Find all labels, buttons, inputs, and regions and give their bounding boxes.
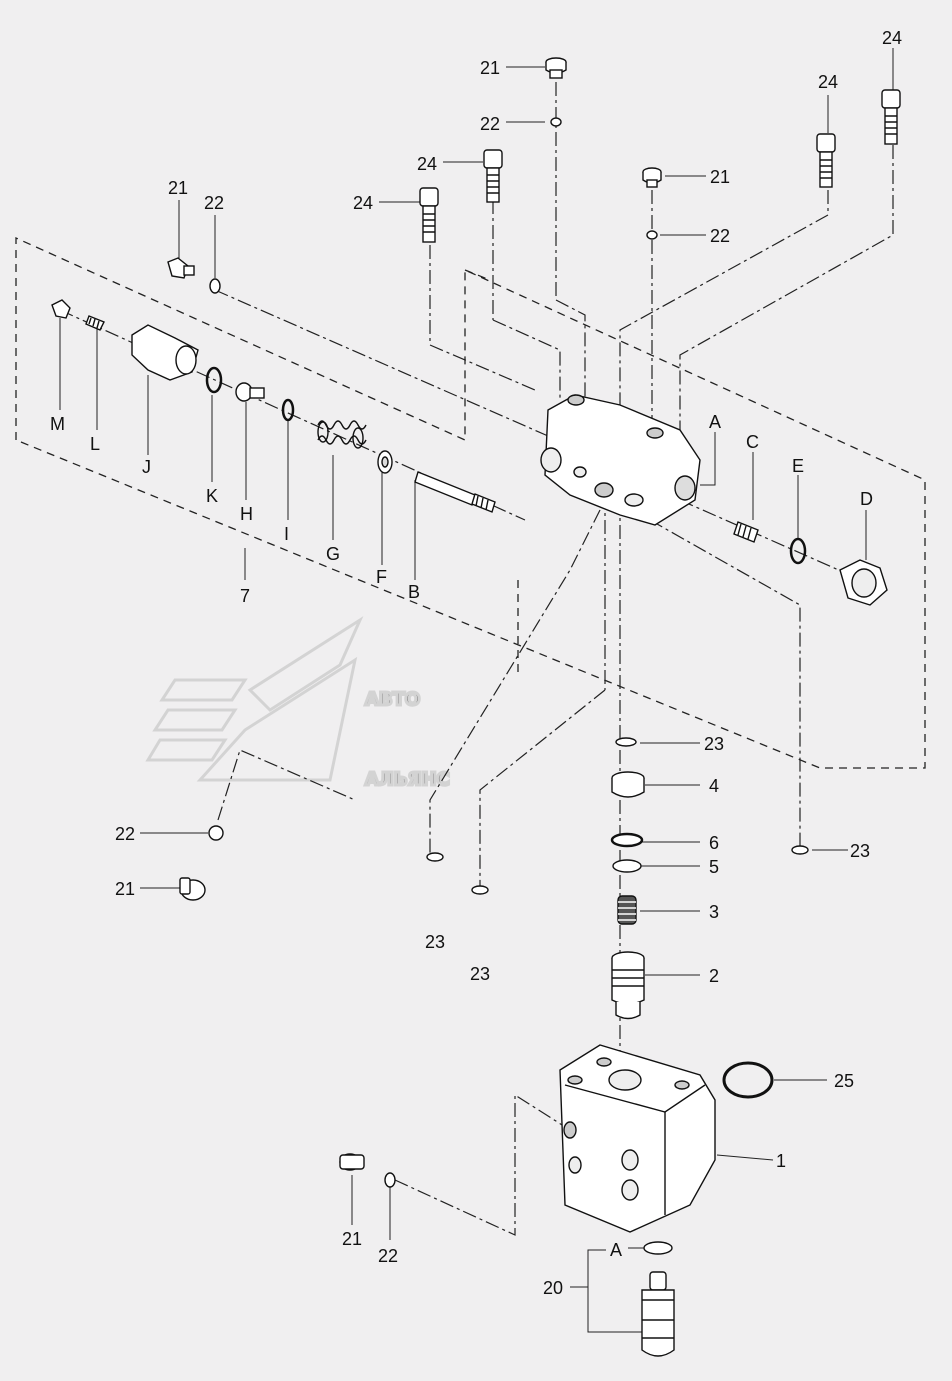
oring-K-icon — [205, 366, 223, 394]
plug-21-b-icon — [642, 167, 662, 188]
valve-block-body-icon — [540, 394, 701, 526]
label-J: J — [142, 457, 151, 477]
label-A-bottom: A — [610, 1240, 622, 1260]
label-24-d: 24 — [882, 28, 902, 48]
screw-M-icon — [51, 299, 71, 319]
label-M: M — [50, 414, 65, 434]
bolt-24-c-icon — [816, 133, 836, 188]
oring-22-e-icon — [384, 1172, 396, 1188]
spring-seat-4-icon — [611, 771, 645, 798]
watermark-line1: АВТО — [365, 689, 420, 710]
label-24-c: 24 — [818, 72, 838, 92]
label-F: F — [376, 567, 387, 587]
oring-23-d-icon — [471, 885, 489, 895]
poppet-H-icon — [235, 382, 265, 402]
label-5: 5 — [709, 857, 719, 877]
oring-22-c-icon — [209, 278, 221, 294]
bolt-24-d-icon — [881, 89, 901, 145]
plug-21-d-icon — [179, 877, 206, 901]
label-21-e: 21 — [342, 1229, 362, 1249]
label-23-b: 23 — [425, 932, 445, 952]
watermark-line2: АЛЬЯНС — [365, 769, 450, 790]
cap-J-icon — [131, 324, 199, 381]
label-25: 25 — [834, 1071, 854, 1091]
label-22-e: 22 — [378, 1246, 398, 1266]
label-G: G — [326, 544, 340, 564]
label-23-c: 23 — [850, 841, 870, 861]
spring-3-icon — [617, 895, 637, 925]
label-20: 20 — [543, 1278, 563, 1298]
bolt-24-b-icon — [419, 187, 439, 243]
oring-23-a-icon — [615, 737, 637, 747]
leader-lines — [59, 82, 894, 1236]
label-L: L — [90, 434, 100, 454]
label-21-d: 21 — [115, 879, 135, 899]
plug-21-c-icon — [167, 257, 195, 279]
washer-F-icon — [377, 450, 393, 474]
label-A-top: A — [709, 412, 721, 432]
callout-labels: 21 22 24 24 21 22 24 24 21 22 M L J K H … — [50, 28, 902, 1298]
watermark: АВТО АЛЬЯНС — [145, 616, 451, 792]
oring-22-d-icon — [208, 825, 224, 841]
label-1: 1 — [776, 1151, 786, 1171]
oring-E-icon — [789, 537, 807, 565]
oring-23-c-icon — [791, 845, 809, 855]
label-6: 6 — [709, 833, 719, 853]
cap-D-icon — [839, 559, 888, 606]
label-21-top: 21 — [480, 58, 500, 78]
oring-25-icon — [722, 1061, 774, 1099]
label-C: C — [746, 432, 759, 452]
oring-22-top-icon — [550, 117, 562, 127]
spool-B-icon — [414, 471, 496, 513]
setscrew-L-icon — [85, 315, 105, 331]
valve-2-icon — [611, 951, 645, 1020]
label-23-d: 23 — [470, 964, 490, 984]
label-B: B — [408, 582, 420, 602]
assembly-outline-7 — [15, 236, 926, 769]
label-2: 2 — [709, 966, 719, 986]
label-24-b: 24 — [353, 193, 373, 213]
label-I: I — [284, 524, 289, 544]
relief-valve-20-icon — [641, 1271, 675, 1357]
bolt-24-a-icon — [483, 149, 503, 203]
washer-6-icon — [610, 832, 644, 848]
label-7: 7 — [240, 586, 250, 606]
ring-I-icon — [281, 398, 295, 422]
label-22-c: 22 — [204, 193, 224, 213]
check-C-icon — [733, 521, 759, 543]
oring-22-b-icon — [646, 230, 658, 240]
label-4: 4 — [709, 776, 719, 796]
label-23-a: 23 — [704, 734, 724, 754]
label-21-b: 21 — [710, 167, 730, 187]
label-H: H — [240, 504, 253, 524]
oring-A-bottom-icon — [643, 1241, 673, 1255]
assembly-outline-inner — [464, 269, 519, 675]
oring-5-icon — [612, 859, 642, 873]
label-24-a: 24 — [417, 154, 437, 174]
plug-21-top-icon — [545, 57, 567, 79]
label-E: E — [792, 456, 804, 476]
spring-G-icon — [317, 420, 367, 449]
label-3: 3 — [709, 902, 719, 922]
housing-1-icon — [559, 1044, 716, 1233]
label-22-d: 22 — [115, 824, 135, 844]
label-22-b: 22 — [710, 226, 730, 246]
label-D: D — [860, 489, 873, 509]
label-K: K — [206, 486, 218, 506]
watermark-logo-icon — [145, 616, 364, 782]
parts — [51, 57, 901, 1357]
label-21-c: 21 — [168, 178, 188, 198]
oring-23-b-icon — [426, 852, 444, 862]
plug-21-e-icon — [339, 1153, 365, 1171]
callout-lines — [59, 48, 894, 1333]
label-22-top: 22 — [480, 114, 500, 134]
